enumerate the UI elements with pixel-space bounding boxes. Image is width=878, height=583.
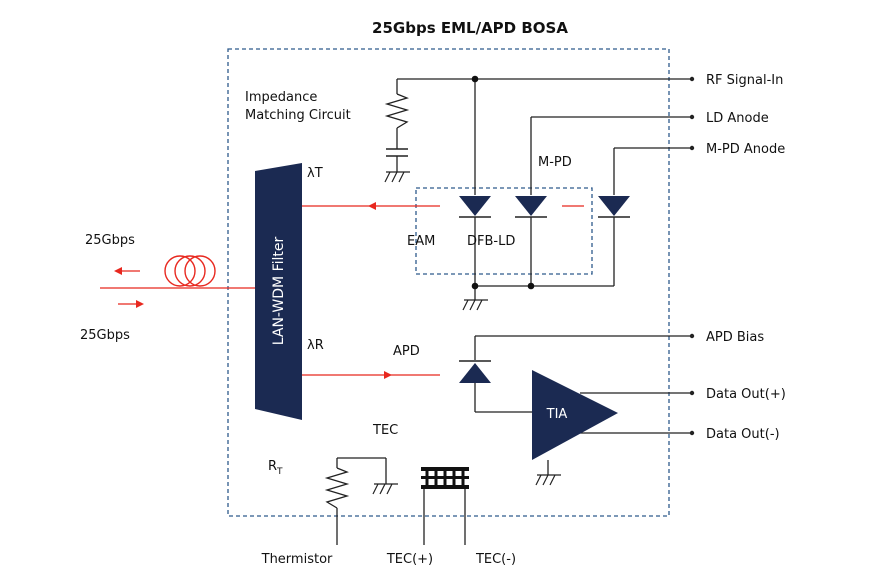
diode-icon bbox=[459, 360, 491, 383]
ground-icon bbox=[384, 171, 410, 183]
pin-thermistor: Thermistor bbox=[261, 552, 333, 567]
ground-icon bbox=[462, 299, 488, 311]
tec-label: TEC bbox=[372, 423, 398, 438]
resistor-icon bbox=[324, 467, 350, 509]
wiring bbox=[336, 78, 692, 545]
pin-tec-plus: TEC(+) bbox=[386, 552, 433, 567]
diode-icon bbox=[598, 196, 630, 218]
module-outline bbox=[227, 48, 670, 517]
pin-apd-bias: APD Bias bbox=[706, 330, 764, 345]
diode-icon bbox=[515, 196, 547, 218]
lan-wdm-filter bbox=[255, 163, 302, 420]
fiber-coil-icon bbox=[164, 255, 216, 287]
ground-icon bbox=[372, 483, 398, 495]
apd-label: APD bbox=[393, 344, 420, 359]
eam-label: EAM bbox=[407, 234, 435, 249]
amplifier-icon bbox=[532, 370, 618, 460]
optical-paths bbox=[100, 205, 584, 376]
dfb-label: DFB-LD bbox=[467, 234, 515, 249]
lambda-t-label: λT bbox=[307, 166, 323, 181]
pin-data-out-p: Data Out(+) bbox=[706, 387, 786, 402]
rate-label-bottom: 25Gbps bbox=[80, 328, 130, 343]
rt-label: RT bbox=[268, 459, 283, 477]
capacitor-icon bbox=[386, 148, 408, 157]
resistor-icon bbox=[384, 93, 410, 129]
impedance-label-1: Impedance bbox=[245, 90, 317, 105]
filter-label: LAN-WDM Filter bbox=[271, 237, 287, 346]
rate-label-top: 25Gbps bbox=[85, 233, 135, 248]
ground-icon bbox=[535, 474, 561, 486]
junction-dots bbox=[471, 75, 535, 290]
impedance-label-2: Matching Circuit bbox=[245, 108, 351, 123]
pin-ld-anode: LD Anode bbox=[706, 111, 769, 126]
pin-data-out-n: Data Out(-) bbox=[706, 427, 780, 442]
pin-rf-signal-in: RF Signal-In bbox=[706, 73, 783, 88]
pin-mpd-anode: M-PD Anode bbox=[706, 142, 785, 157]
eml-chip-outline bbox=[415, 187, 593, 275]
diode-icon bbox=[459, 196, 491, 218]
mpd-label: M-PD bbox=[538, 155, 572, 170]
lambda-r-label: λR bbox=[307, 338, 324, 353]
arrowheads bbox=[114, 202, 392, 379]
pin-terminals bbox=[689, 76, 695, 436]
tia-label: TIA bbox=[546, 407, 568, 422]
pin-tec-minus: TEC(-) bbox=[475, 552, 516, 567]
diagram-title: 25Gbps EML/APD BOSA bbox=[372, 19, 568, 37]
peltier-icon bbox=[421, 467, 469, 489]
